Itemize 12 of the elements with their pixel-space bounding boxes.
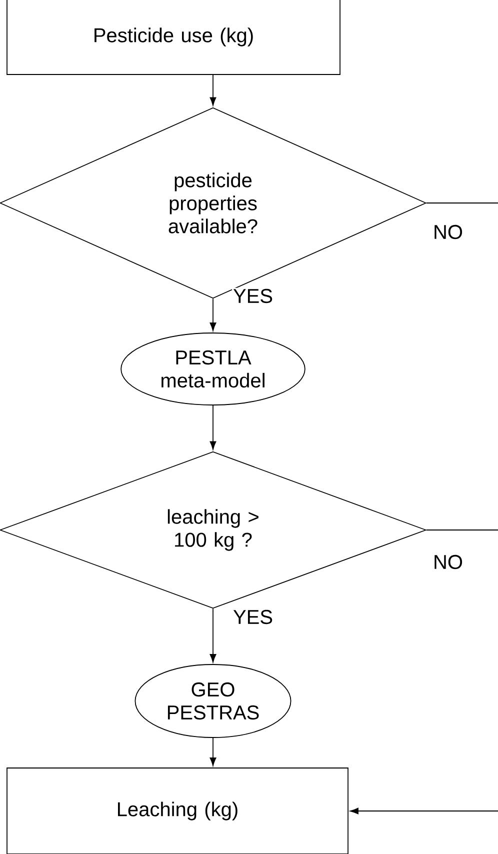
arrow — [210, 738, 216, 766]
edge-label: NO — [432, 554, 464, 570]
process-box: Pesticide use (kg) — [6, 0, 340, 75]
edge-label: NO — [432, 224, 464, 240]
edge-label: YES — [232, 288, 274, 304]
arrow — [210, 298, 216, 332]
edge-label: YES — [232, 608, 274, 626]
arrow — [210, 74, 216, 106]
arrow — [210, 405, 216, 450]
process-box: Leaching (kg) — [6, 768, 348, 854]
arrow — [210, 608, 216, 663]
arrow — [350, 808, 498, 814]
